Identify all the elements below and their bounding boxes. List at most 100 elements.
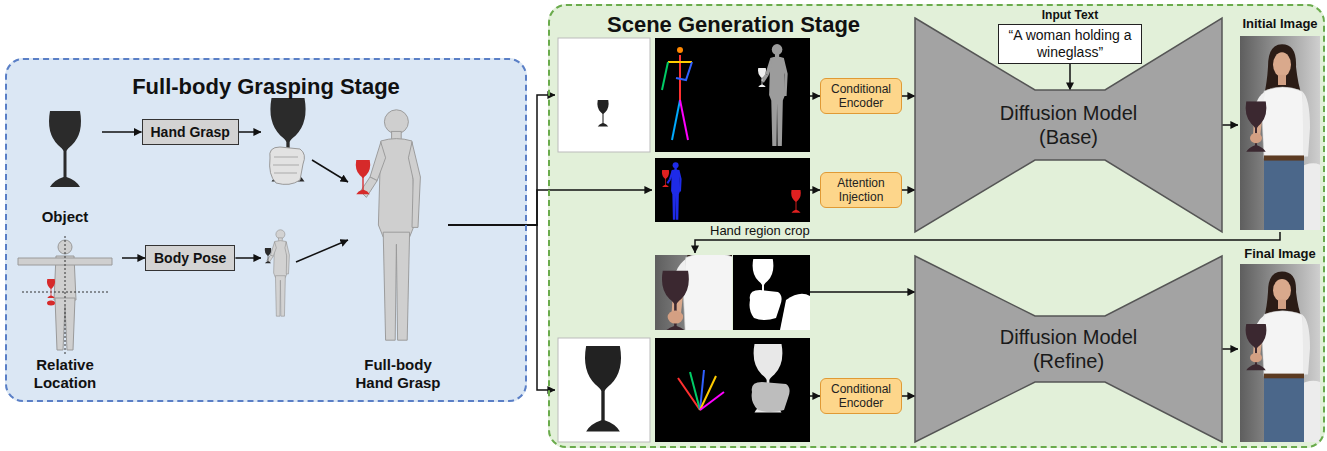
figure-node: Full-body Hand Grasp [348,100,448,392]
unet-shape [915,256,1222,442]
connector-arrow [239,132,348,182]
image-label: Final Image [1244,246,1316,262]
condition-images [677,47,683,53]
connector-arrow [122,258,145,259]
connector-line [902,395,915,397]
figure-node: Object [28,104,102,226]
image-node: Final Image [1238,246,1322,444]
generated-image [1240,36,1320,230]
module-box: Attention Injection [820,172,902,208]
module-label: Conditional Encoder [825,382,897,410]
panel-title: Full-body Grasping Stage [7,74,525,100]
connector-line [312,160,348,182]
connector-line [810,291,915,293]
connector-line [1222,124,1238,126]
hand-crop-images [733,255,810,330]
connector-line [810,395,820,397]
hand-condition-images [752,382,790,412]
relative-location-illustration [58,240,72,254]
condition-images [676,62,692,80]
body-pose-illustration [265,230,290,316]
module-label: Attention Injection [825,176,897,204]
connector-line [810,189,820,191]
connector-arrow [902,396,915,397]
attention-maps [662,170,669,187]
unet-shape [915,256,1222,442]
edge-label: Hand region crop [708,223,812,238]
relative-location-illustration [47,301,55,306]
full-body-illustration [356,160,370,194]
figure-node: Relative Location [8,236,122,392]
condition-images [761,44,788,146]
prompt-box: “A woman holding a wineglass” [998,24,1142,64]
connector-line [102,131,142,133]
condition-images [680,100,688,140]
hand-condition-images [678,370,724,410]
panel-fill [548,4,1325,448]
relative-location-illustration [22,292,108,293]
connector-arrow [1222,349,1238,350]
connector-line [448,225,555,390]
connector-line [1069,64,1071,90]
module-box: Conditional Encoder [820,78,902,114]
generated-image [1240,36,1320,230]
hand-condition-images [558,338,810,442]
diffusion-model: Diffusion Model (Base) [915,18,1222,232]
full-body-illustration [356,110,421,340]
hand-condition-images [655,338,810,442]
connector-line [239,131,261,133]
condition-images [758,68,766,87]
image-label: Initial Image [1242,16,1317,32]
body-pose-illustration [265,248,271,263]
hand-condition-images [558,338,650,442]
attention-maps [791,190,801,213]
connector-line [235,257,261,259]
object-illustration [49,111,81,187]
box-label: Body Pose [154,250,226,266]
hand-grasp-illustration [270,98,306,184]
input-heading: Input Text [998,8,1142,23]
connector-line [902,95,915,97]
connector-arrow [448,190,820,225]
connector-arrow [902,96,915,97]
relative-location-illustration [18,236,112,354]
condition-images [558,38,810,152]
condition-images [597,100,608,127]
figure-caption: Full-body Hand Grasp [348,356,448,392]
process-box: Hand Grasp [142,119,239,145]
hand-crop-images [750,290,782,320]
condition-images [662,55,692,140]
connector-arrow [235,240,348,262]
condition-images [668,61,692,63]
panel-fill [5,58,527,402]
unet-shape [915,18,1222,232]
figure-caption: Relative Location [8,356,122,392]
text-input-node: Input Text “A woman holding a wineglass” [998,8,1142,64]
image-node: Initial Image [1238,16,1322,232]
connector-arrow [1070,64,1071,90]
connector-line [448,190,652,225]
condition-images [662,62,668,90]
connector-arrow [102,132,142,133]
connector-line [448,95,555,225]
panel-fill [5,4,1325,448]
full-body-illustration [360,110,420,340]
stage-panel: Scene Generation StageInput Text“A woman… [548,4,1325,448]
attention-maps [655,158,810,222]
prompt-text: “A woman holding a wineglass” [1003,27,1137,61]
connector-arrow [1222,125,1238,126]
hand-grasp-illustration [273,157,299,173]
module-label: Conditional Encoder [825,82,897,110]
connector-line [902,189,915,191]
condition-images [672,100,680,140]
box-label: Hand Grasp [151,124,230,140]
connector-line [122,257,145,259]
refined-image [1240,264,1320,442]
connector-line [296,240,348,262]
hand-condition-images [690,372,700,410]
hand-condition-images [585,346,621,432]
connector-line [810,95,820,97]
object-illustration [49,111,81,187]
